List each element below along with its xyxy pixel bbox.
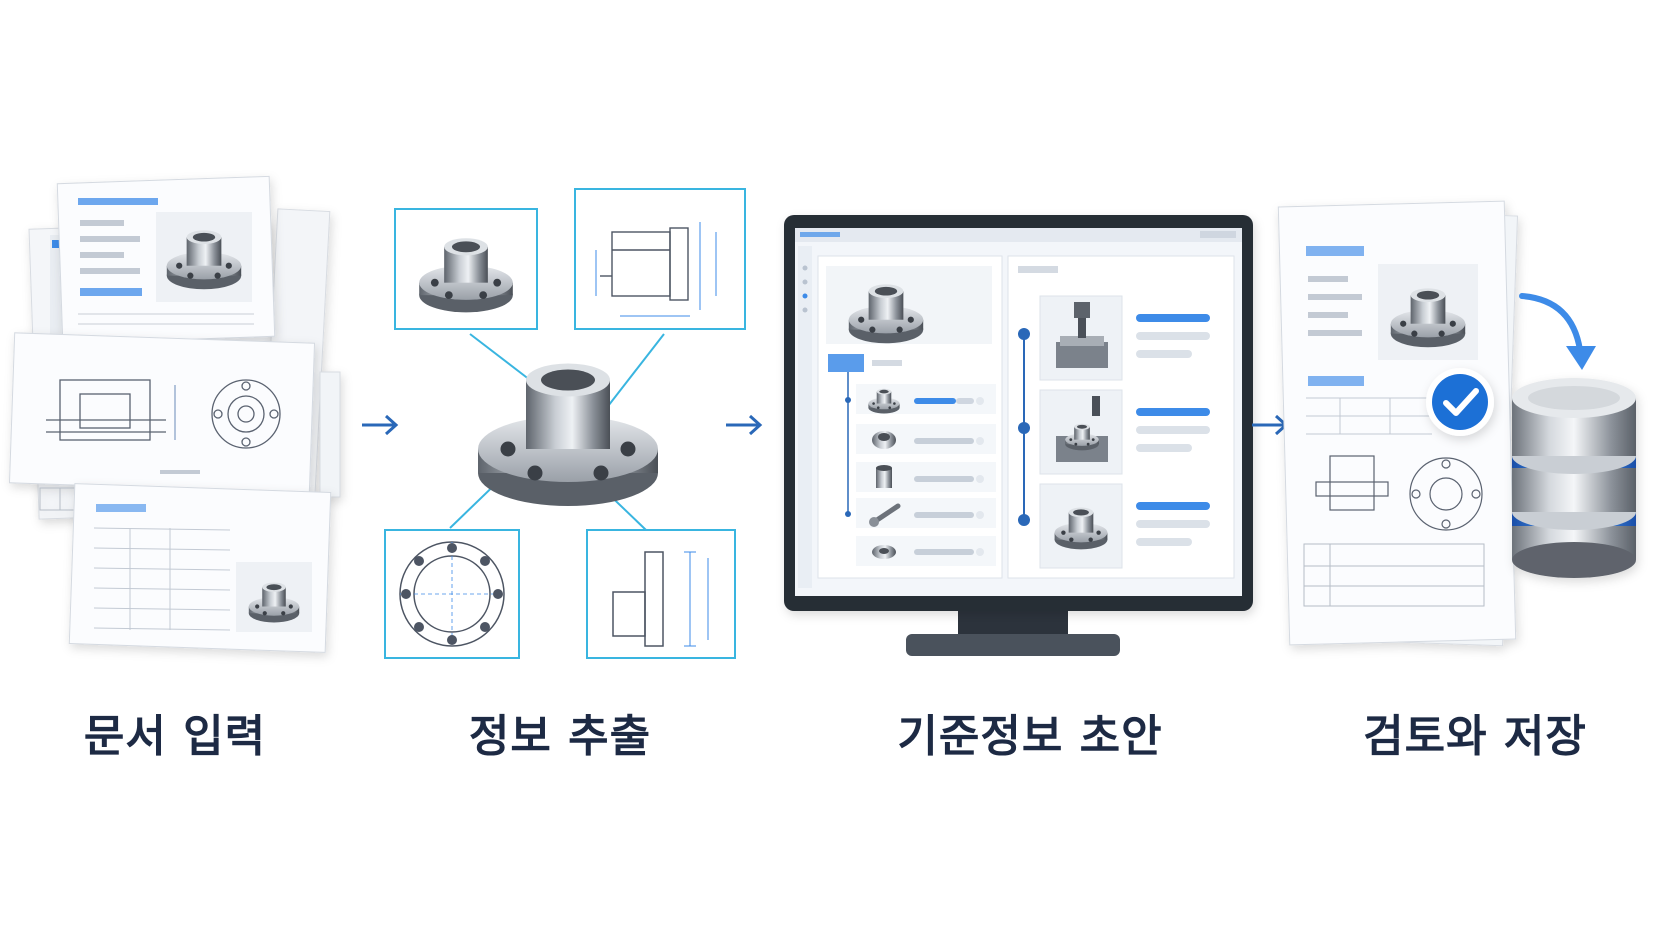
document-page-drawing bbox=[8, 332, 341, 511]
front-view-drawing bbox=[384, 529, 520, 659]
extraction-cluster bbox=[384, 188, 746, 659]
flange-part-icon bbox=[478, 363, 658, 506]
technical-drawing-icon bbox=[574, 188, 746, 330]
arrow-right-icon bbox=[1250, 414, 1288, 436]
arrow-right-icon bbox=[724, 414, 762, 436]
stage-label-draft: 기준정보 초안 bbox=[897, 711, 1163, 762]
stage-label-extraction: 정보 추출 bbox=[468, 711, 652, 762]
checkmark-icon bbox=[1426, 368, 1494, 436]
curved-arrow-icon bbox=[1519, 293, 1596, 370]
document-page-table bbox=[68, 483, 332, 653]
stage-label-review-save: 검토와 저장 bbox=[1363, 711, 1587, 762]
monitor-icon bbox=[784, 215, 1253, 656]
bom-tree bbox=[856, 384, 996, 566]
extracted-part-box bbox=[394, 208, 538, 330]
arrow-right-icon bbox=[360, 414, 398, 436]
stage-label-document-input: 문서 입력 bbox=[83, 711, 267, 762]
database-icon bbox=[1512, 378, 1636, 578]
process-steps bbox=[1039, 295, 1210, 569]
document-stack bbox=[8, 175, 341, 653]
section-view-drawing bbox=[586, 529, 736, 659]
document-page-top bbox=[56, 175, 276, 345]
